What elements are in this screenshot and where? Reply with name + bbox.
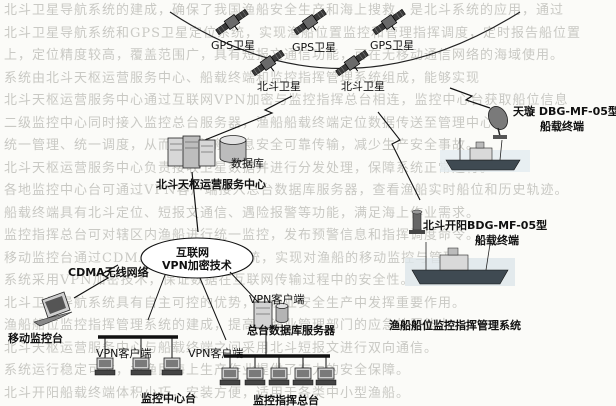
monitoring-center-label: 监控中心台: [141, 392, 196, 405]
shipborne-terminal-antenna-icon: [409, 209, 425, 234]
link-ops-to-internet: [191, 171, 199, 233]
gps-satellite-label: GPS卫星: [292, 41, 337, 54]
kaiyang-terminal-type-label: 船载终端: [475, 234, 519, 247]
beidou-satellite-icon: [249, 48, 289, 83]
background-text-line: 船载终端具有北斗定位、短报文通信、遇险报警等功能，满足海上作业需求。: [4, 205, 481, 221]
ops-center-label: 北斗天枢运营服务中心: [156, 178, 266, 191]
background-text-line: 监控指挥总台可对辖区内渔船进行统一监控，发布预警信息和指挥调度命令。: [4, 228, 481, 243]
tianxuan-terminal-type-label: 船载终端: [540, 120, 584, 133]
link-internet-to-monitoring-center: [147, 274, 166, 321]
background-text-line: 二级监控中心同时接入监控总台服务器，渔船船载终端定位数据传送至管理中心，: [4, 115, 509, 131]
gps-satellite-label: GPS卫星: [370, 39, 415, 52]
gps-satellite-label: GPS卫星: [211, 39, 256, 52]
gps-satellite-icon: [213, 7, 253, 42]
vpn-client-label: VPN客户端: [249, 293, 305, 306]
link-satellite-to-tianxuan: [449, 87, 491, 109]
link-internet-to-command-station: [199, 277, 227, 341]
workstation-icon: [268, 367, 290, 386]
link-satellite-to-ops-center: [199, 95, 293, 143]
database-cylinder-icon: [219, 135, 247, 163]
background-text-line: 北斗卫星导航系统和GPS卫星定位系统，实现渔船位置监控和管理指挥调度，定时报告船…: [4, 25, 582, 41]
link-ops-to-mobile: [73, 264, 119, 299]
system-name-label: 渔船船位监控指挥管理系统: [389, 319, 521, 332]
vpn-encryption-label: VPN加密技术: [162, 259, 232, 272]
kaiyang-terminal-model-label: 北斗开阳BDG-MF-05型: [423, 219, 548, 232]
link-satellite-to-kaiyang: [377, 111, 421, 201]
background-text-line: 系统由北斗天枢运营服务中心、船载终端和监控指挥管理系统组成，能够实现: [4, 70, 481, 86]
background-text-line: 北斗卫星导航系统具有自主可控的优势，在渔业安全生产中发挥重要作用。: [4, 295, 467, 311]
background-text-line: 北斗天枢运营服务中心通过互联网VPN加密与监控指挥总台相连，监控中心台获取船位信…: [4, 93, 569, 108]
fishing-ship-icon: [440, 138, 530, 172]
workstation-icon: [219, 367, 241, 386]
background-text-line: 各地监控中心台可通过VPN客户端接入总台数据库服务器，查看渔船实时船位和历史轨迹…: [4, 183, 569, 198]
beidou-satellite-label: 北斗卫星: [341, 80, 385, 93]
beidou-satellite-icon: [333, 48, 373, 83]
workstation-icon: [315, 367, 337, 386]
ops-center-server-icon: [167, 135, 216, 169]
background-text-line: 北斗卫星导航系统的建成，确保了我国渔船安全生产和海上搜救，是北斗系统的应用，通过: [4, 3, 565, 18]
link-internet-to-db-server: [229, 271, 259, 303]
fishing-ship-icon: [405, 242, 515, 286]
command-station-label: 监控指挥总台: [253, 394, 319, 406]
master-database-server-icon: [253, 301, 289, 329]
master-db-server-label: 总台数据库服务器: [247, 324, 335, 337]
mobile-console-label: 移动监控台: [8, 332, 63, 345]
internet-cloud: [140, 237, 254, 279]
vpn-client-label: VPN客户端: [96, 347, 152, 360]
vpn-client-label: VPN客户端: [188, 347, 244, 360]
background-text-line: 北斗天枢运营服务中心负责接收卫星数据并进行分发处理，保障系统正常运行。: [4, 160, 495, 176]
database-label: 数据库: [231, 157, 264, 170]
tianxuan-terminal-model-label: 天璇 DBG-MF-05型: [513, 105, 616, 118]
background-text-line: 北斗天枢运营服务中心与船载终端之间采用北斗短报文进行双向通信。: [4, 340, 439, 356]
background-text-line: 渔船船位监控指挥管理系统的建成，提高了渔业管理部门的应急处置能力。: [4, 318, 467, 333]
workstation-icon: [244, 367, 266, 386]
gps-satellite-icon: [370, 7, 410, 42]
workstation-icon: [292, 367, 314, 386]
cdma-network-label: CDMA无线网络: [68, 266, 149, 279]
gps-satellite-icon: [291, 7, 331, 42]
shipborne-terminal-dish-icon: [487, 106, 509, 139]
internet-label: 互联网: [176, 246, 209, 259]
beidou-satellite-label: 北斗卫星: [257, 80, 301, 93]
workstation-icon: [161, 357, 183, 376]
background-text-line: 北斗开阳船载终端体积小巧，安装方便，适用于各类中小型渔船。: [4, 385, 411, 401]
laptop-icon: [33, 291, 73, 327]
